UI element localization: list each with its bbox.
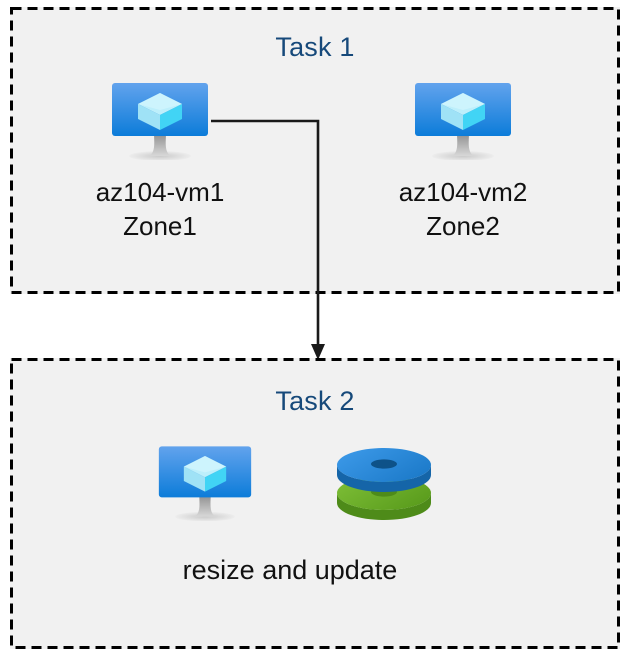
managed-disks-icon [332, 443, 436, 523]
vm2-label: az104-vm2 Zone2 [398, 177, 528, 241]
virtual-machine-icon [108, 80, 212, 160]
vm1-label: az104-vm1 Zone1 [95, 177, 225, 241]
task-2-title: Task 2 [275, 386, 355, 416]
virtual-machine-icon [155, 443, 255, 521]
task-1-container: Task 1 [10, 7, 620, 294]
task-2-caption: resize and update [182, 555, 398, 585]
task-2-container: Task 2 [10, 358, 620, 649]
virtual-machine-icon [411, 80, 515, 160]
task-1-title: Task 1 [275, 32, 355, 62]
